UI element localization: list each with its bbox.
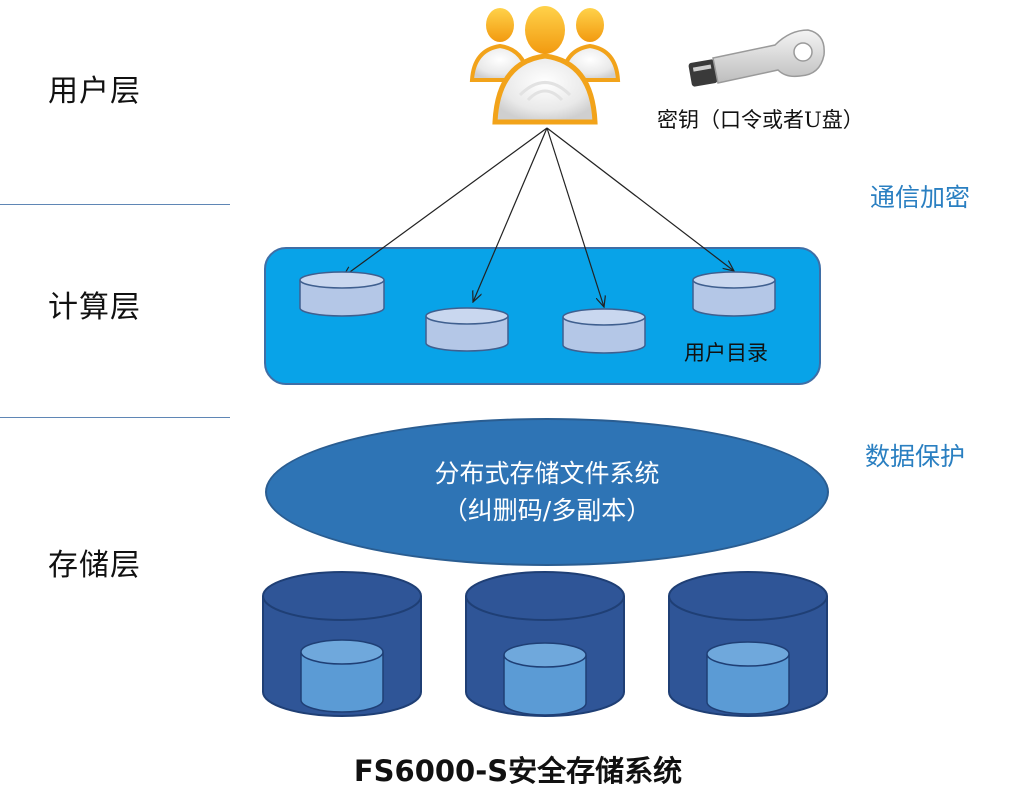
compute-layer-label: 计算层 [48,290,141,325]
access-arrow [343,127,548,277]
access-arrow [473,127,548,302]
access-arrow [546,127,604,307]
user-directory-drum [692,271,776,317]
filesystem-title: 分布式存储文件系统 [434,459,660,488]
user-directory-drum [425,307,509,352]
layer-divider [0,204,230,205]
storage-node-drum [465,571,625,717]
key-label: 密钥（口令或者U盘） [657,108,864,132]
user-directory-drum [299,271,385,317]
user-layer-label: 用户层 [48,74,141,109]
user-directory-drum [562,308,646,354]
users-icon [469,6,621,125]
storage-layer-label: 存储层 [48,548,141,583]
storage-node-drum [668,571,828,717]
layer-divider [0,417,230,418]
transport-encryption-label: 通信加密 [870,183,971,212]
distributed-filesystem-ellipse [265,418,829,566]
usb-key-icon [688,29,825,87]
user-directory-label: 用户目录 [684,341,768,365]
data-protection-label: 数据保护 [865,442,966,471]
access-arrow [546,127,734,271]
diagram-title: FS6000-S安全存储系统 [353,754,683,788]
filesystem-subtitle: （纠删码/多副本） [442,496,652,525]
storage-node-drum [262,571,422,717]
